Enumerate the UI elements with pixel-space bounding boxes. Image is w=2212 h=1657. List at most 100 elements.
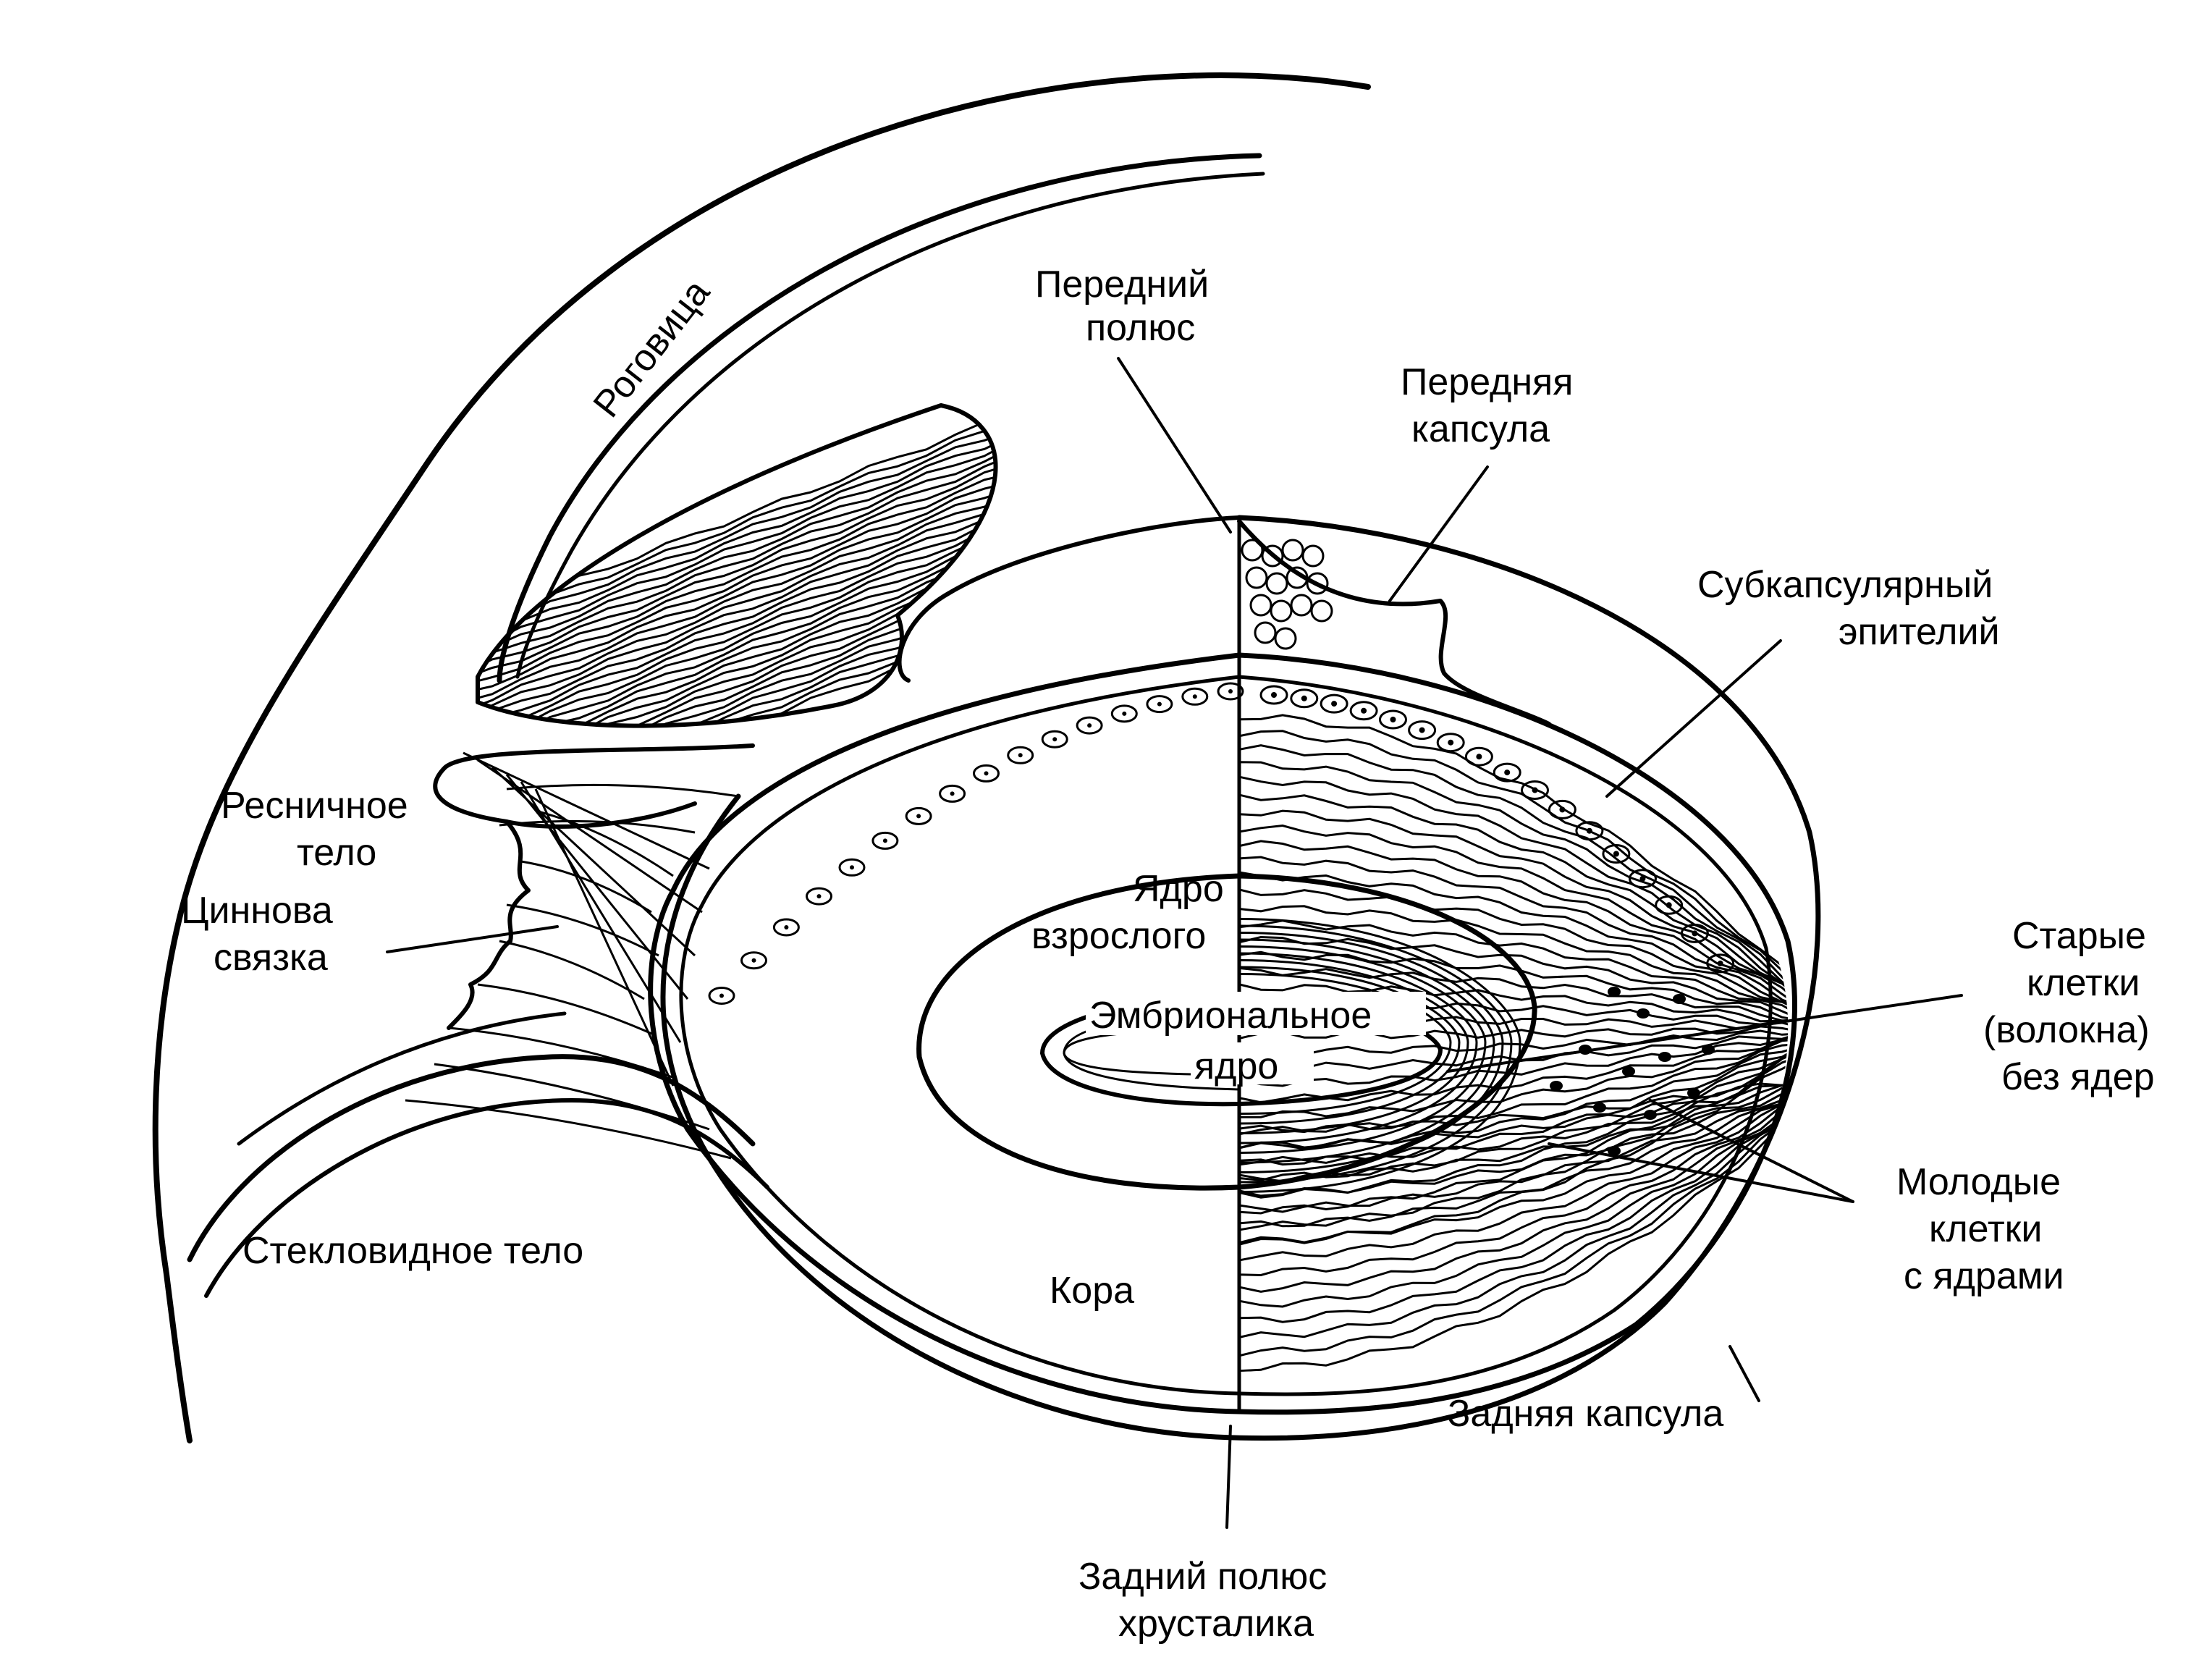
young-cell-nucleus: [1637, 1008, 1650, 1019]
label-adult-nucleus-1: Ядро: [1133, 868, 1224, 910]
label-posterior-pole-1: Задний полюс: [1078, 1556, 1327, 1598]
epithelial-nucleus: [751, 958, 756, 963]
label-old-cells-2: клетки: [2027, 962, 2140, 1004]
epithelial-nucleus: [816, 894, 822, 899]
label-ciliary-body-2: тело: [297, 832, 376, 874]
lens-fiber: [1239, 1048, 1789, 1215]
epithelial-cell: [1146, 695, 1173, 714]
epithelial-cell: [1274, 627, 1297, 650]
lens-fiber: [1239, 856, 1789, 1009]
epithelial-nucleus: [1052, 737, 1058, 742]
zonule-fiber: [463, 751, 710, 870]
lens-fiber: [1239, 1043, 1789, 1166]
nucleus-ring: [1238, 924, 1513, 1184]
label-old-cells-4: без ядер: [2001, 1056, 2155, 1098]
epithelial-cell: [1281, 539, 1304, 562]
label-zonule-1: Циннова: [181, 890, 333, 932]
iris-hatch-stroke: [478, 445, 996, 664]
young-cell-nucleus: [1644, 1110, 1657, 1120]
lens-fiber: [1239, 1108, 1789, 1357]
epithelial-nucleus: [882, 838, 887, 843]
nucleus-ring: [1238, 938, 1495, 1164]
young-cell-nucleus: [1702, 1045, 1715, 1055]
iris-hatch-stroke: [478, 555, 996, 726]
lens: [648, 515, 1821, 1441]
epithelial-nucleus: [1419, 727, 1425, 733]
label-old-cells-1: Старые: [2012, 915, 2146, 957]
lens-fiber: [1239, 1095, 1789, 1277]
iris-hatch-stroke: [478, 545, 996, 726]
lens-fiber: [1239, 871, 1789, 1008]
epithelial-nucleus: [1018, 753, 1023, 758]
young-cell-nucleus: [1687, 1088, 1700, 1098]
epithelial-cell: [806, 887, 832, 906]
label-posterior-pole-2: хрусталика: [1118, 1603, 1314, 1645]
lens-fiber: [1239, 840, 1789, 1010]
epithelial-cell: [772, 918, 800, 937]
epithelial-cell: [1265, 572, 1288, 595]
epithelial-nucleus: [1192, 694, 1197, 699]
epithelial-cell: [1602, 844, 1631, 864]
lens-fiber: [1239, 744, 1789, 998]
epithelial-cell: [838, 858, 866, 877]
lens-fiber: [1239, 793, 1789, 998]
epithelial-cell: [1181, 687, 1209, 706]
iris-hatching: [478, 414, 996, 726]
epithelial-nucleus: [719, 993, 724, 998]
zonule-fiber: [520, 860, 652, 914]
label-zonule-2: связка: [214, 937, 328, 979]
epithelial-cell: [1493, 762, 1521, 783]
lens-fiber: [1239, 1025, 1789, 1040]
epithelial-cell: [1041, 730, 1068, 749]
epithelial-cell: [1521, 780, 1549, 800]
young-cell-nucleus: [1673, 994, 1686, 1004]
epithelial-cell: [1110, 704, 1138, 723]
lens-fiber: [1239, 1082, 1789, 1197]
young-cells-nuclei: [1550, 987, 1715, 1156]
epithelial-cell: [740, 951, 767, 970]
epithelial-cell: [1254, 621, 1277, 644]
epithelial-cell: [1379, 709, 1407, 730]
label-subcapsular-epithelium-2: эпителий: [1839, 611, 2000, 653]
lens-fiber: [1239, 1083, 1789, 1150]
adult-nucleus: [916, 873, 1537, 1191]
nucleus-ring: [1238, 952, 1478, 1144]
epithelial-cell: [1349, 701, 1378, 721]
epithelial-nucleus: [1476, 754, 1482, 760]
lens-fiber: [1239, 966, 1789, 1022]
zonule-fibers: [405, 751, 739, 1160]
iris-hatch-stroke: [478, 480, 996, 688]
label-posterior-capsule: Задняя капсула: [1448, 1393, 1723, 1435]
epithelial-nucleus: [1228, 689, 1233, 693]
iris-hatch-stroke: [478, 520, 996, 726]
epithelial-nucleus: [1087, 723, 1092, 728]
epithelial-cell: [973, 764, 1000, 783]
label-anterior-capsule-1: Передняя: [1401, 361, 1573, 403]
lens-fiber: [1239, 809, 1789, 1003]
epithelial-nucleus: [950, 791, 955, 796]
epithelial-cell: [1310, 599, 1333, 623]
young-cell-nucleus: [1608, 1146, 1621, 1156]
epithelial-cell: [1076, 716, 1103, 735]
lens-fiber: [1239, 1089, 1789, 1228]
label-embryonic-nucleus-2: ядро: [1194, 1045, 1278, 1087]
epithelial-cell: [1436, 733, 1465, 753]
iris-hatch-stroke: [478, 486, 996, 695]
epithelial-cell: [1217, 682, 1244, 701]
zonule-fiber: [520, 781, 682, 1043]
nucleus-ring: [1238, 959, 1469, 1134]
label-anterior-capsule-2: капсула: [1411, 408, 1550, 450]
iris-hatch-stroke: [478, 492, 996, 704]
lens-fiber: [1239, 887, 1789, 1009]
labels: Роговица Передний полюс Передняя капсула…: [181, 263, 2155, 1645]
zonule-fiber: [505, 774, 689, 1000]
epithelial-cell: [1249, 594, 1272, 617]
label-anterior-pole-1: Передний: [1035, 263, 1209, 305]
nucleus-ring: [1238, 973, 1452, 1115]
zonule-fiber: [535, 809, 674, 877]
epithelial-nucleus: [916, 814, 921, 819]
epithelial-cell: [939, 784, 966, 803]
lens-fibers: [1239, 714, 1789, 1372]
iris-hatch-stroke: [478, 463, 996, 675]
